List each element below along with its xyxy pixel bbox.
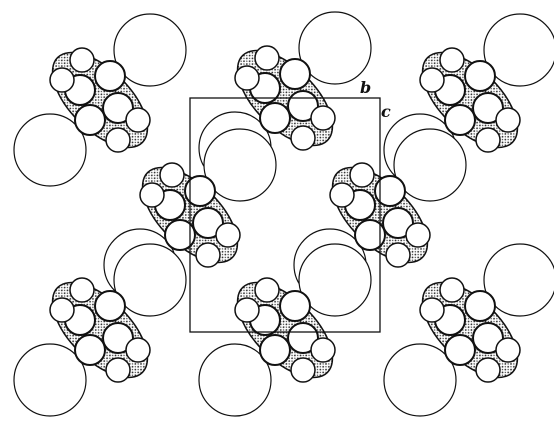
molecule-bottom-right: [383, 243, 554, 417]
side-atom: [125, 107, 151, 133]
side-atom: [49, 297, 75, 323]
ring-atom: [354, 219, 386, 251]
ring-atom: [184, 175, 216, 207]
large-atom: [383, 343, 457, 417]
side-atom: [254, 277, 280, 303]
side-atom: [349, 162, 375, 188]
large-atom: [203, 128, 277, 202]
side-atom: [105, 357, 131, 383]
ring-atom: [464, 290, 496, 322]
side-atom: [234, 297, 260, 323]
ring-atom: [374, 175, 406, 207]
side-atom: [495, 107, 521, 133]
molecule-bottom-left: [13, 243, 187, 417]
ring-atom: [192, 207, 224, 239]
ring-atom: [382, 207, 414, 239]
ring-atom: [464, 60, 496, 92]
large-atom: [13, 343, 87, 417]
ring-atom: [259, 102, 291, 134]
side-atom: [310, 337, 336, 363]
side-atom: [234, 65, 260, 91]
side-atom: [105, 127, 131, 153]
unit-cell-outline: [189, 97, 381, 333]
ring-atom: [444, 104, 476, 136]
side-atom: [419, 297, 445, 323]
ring-atom: [102, 92, 134, 124]
ring-atom: [164, 219, 196, 251]
side-atom: [290, 125, 316, 151]
large-atom: [298, 11, 372, 85]
large-atom: [483, 243, 554, 317]
large-atom: [483, 13, 554, 87]
molecules-layer: [13, 11, 554, 417]
side-atom: [439, 277, 465, 303]
molecule-bottom-center: [198, 243, 372, 417]
side-atom: [290, 357, 316, 383]
side-atom: [495, 337, 521, 363]
large-atom: [113, 13, 187, 87]
large-atom: [113, 243, 187, 317]
side-atom: [125, 337, 151, 363]
large-atom: [393, 128, 467, 202]
ring-atom: [74, 334, 106, 366]
large-atom: [298, 243, 372, 317]
ring-atom: [279, 290, 311, 322]
side-atom: [215, 222, 241, 248]
side-atom: [69, 47, 95, 73]
side-atom: [419, 67, 445, 93]
side-atom: [329, 182, 355, 208]
ring-atom: [74, 104, 106, 136]
side-atom: [385, 242, 411, 268]
side-atom: [254, 45, 280, 71]
side-atom: [310, 105, 336, 131]
side-atom: [195, 242, 221, 268]
ring-atom: [472, 92, 504, 124]
ring-atom: [279, 58, 311, 90]
side-atom: [139, 182, 165, 208]
axis-label-b: b: [360, 78, 371, 97]
side-atom: [69, 277, 95, 303]
side-atom: [439, 47, 465, 73]
ring-atom: [102, 322, 134, 354]
side-atom: [475, 357, 501, 383]
ring-atom: [259, 334, 291, 366]
axis-label-c: c: [381, 102, 391, 121]
ring-atom: [94, 60, 126, 92]
large-atom: [198, 343, 272, 417]
side-atom: [159, 162, 185, 188]
molecule-top-center: [198, 11, 372, 185]
ring-atom: [94, 290, 126, 322]
ring-atom: [287, 322, 319, 354]
side-atom: [49, 67, 75, 93]
large-atom: [13, 113, 87, 187]
side-atom: [475, 127, 501, 153]
ring-atom: [472, 322, 504, 354]
molecule-top-left: [13, 13, 187, 187]
ring-atom: [444, 334, 476, 366]
side-atom: [405, 222, 431, 248]
